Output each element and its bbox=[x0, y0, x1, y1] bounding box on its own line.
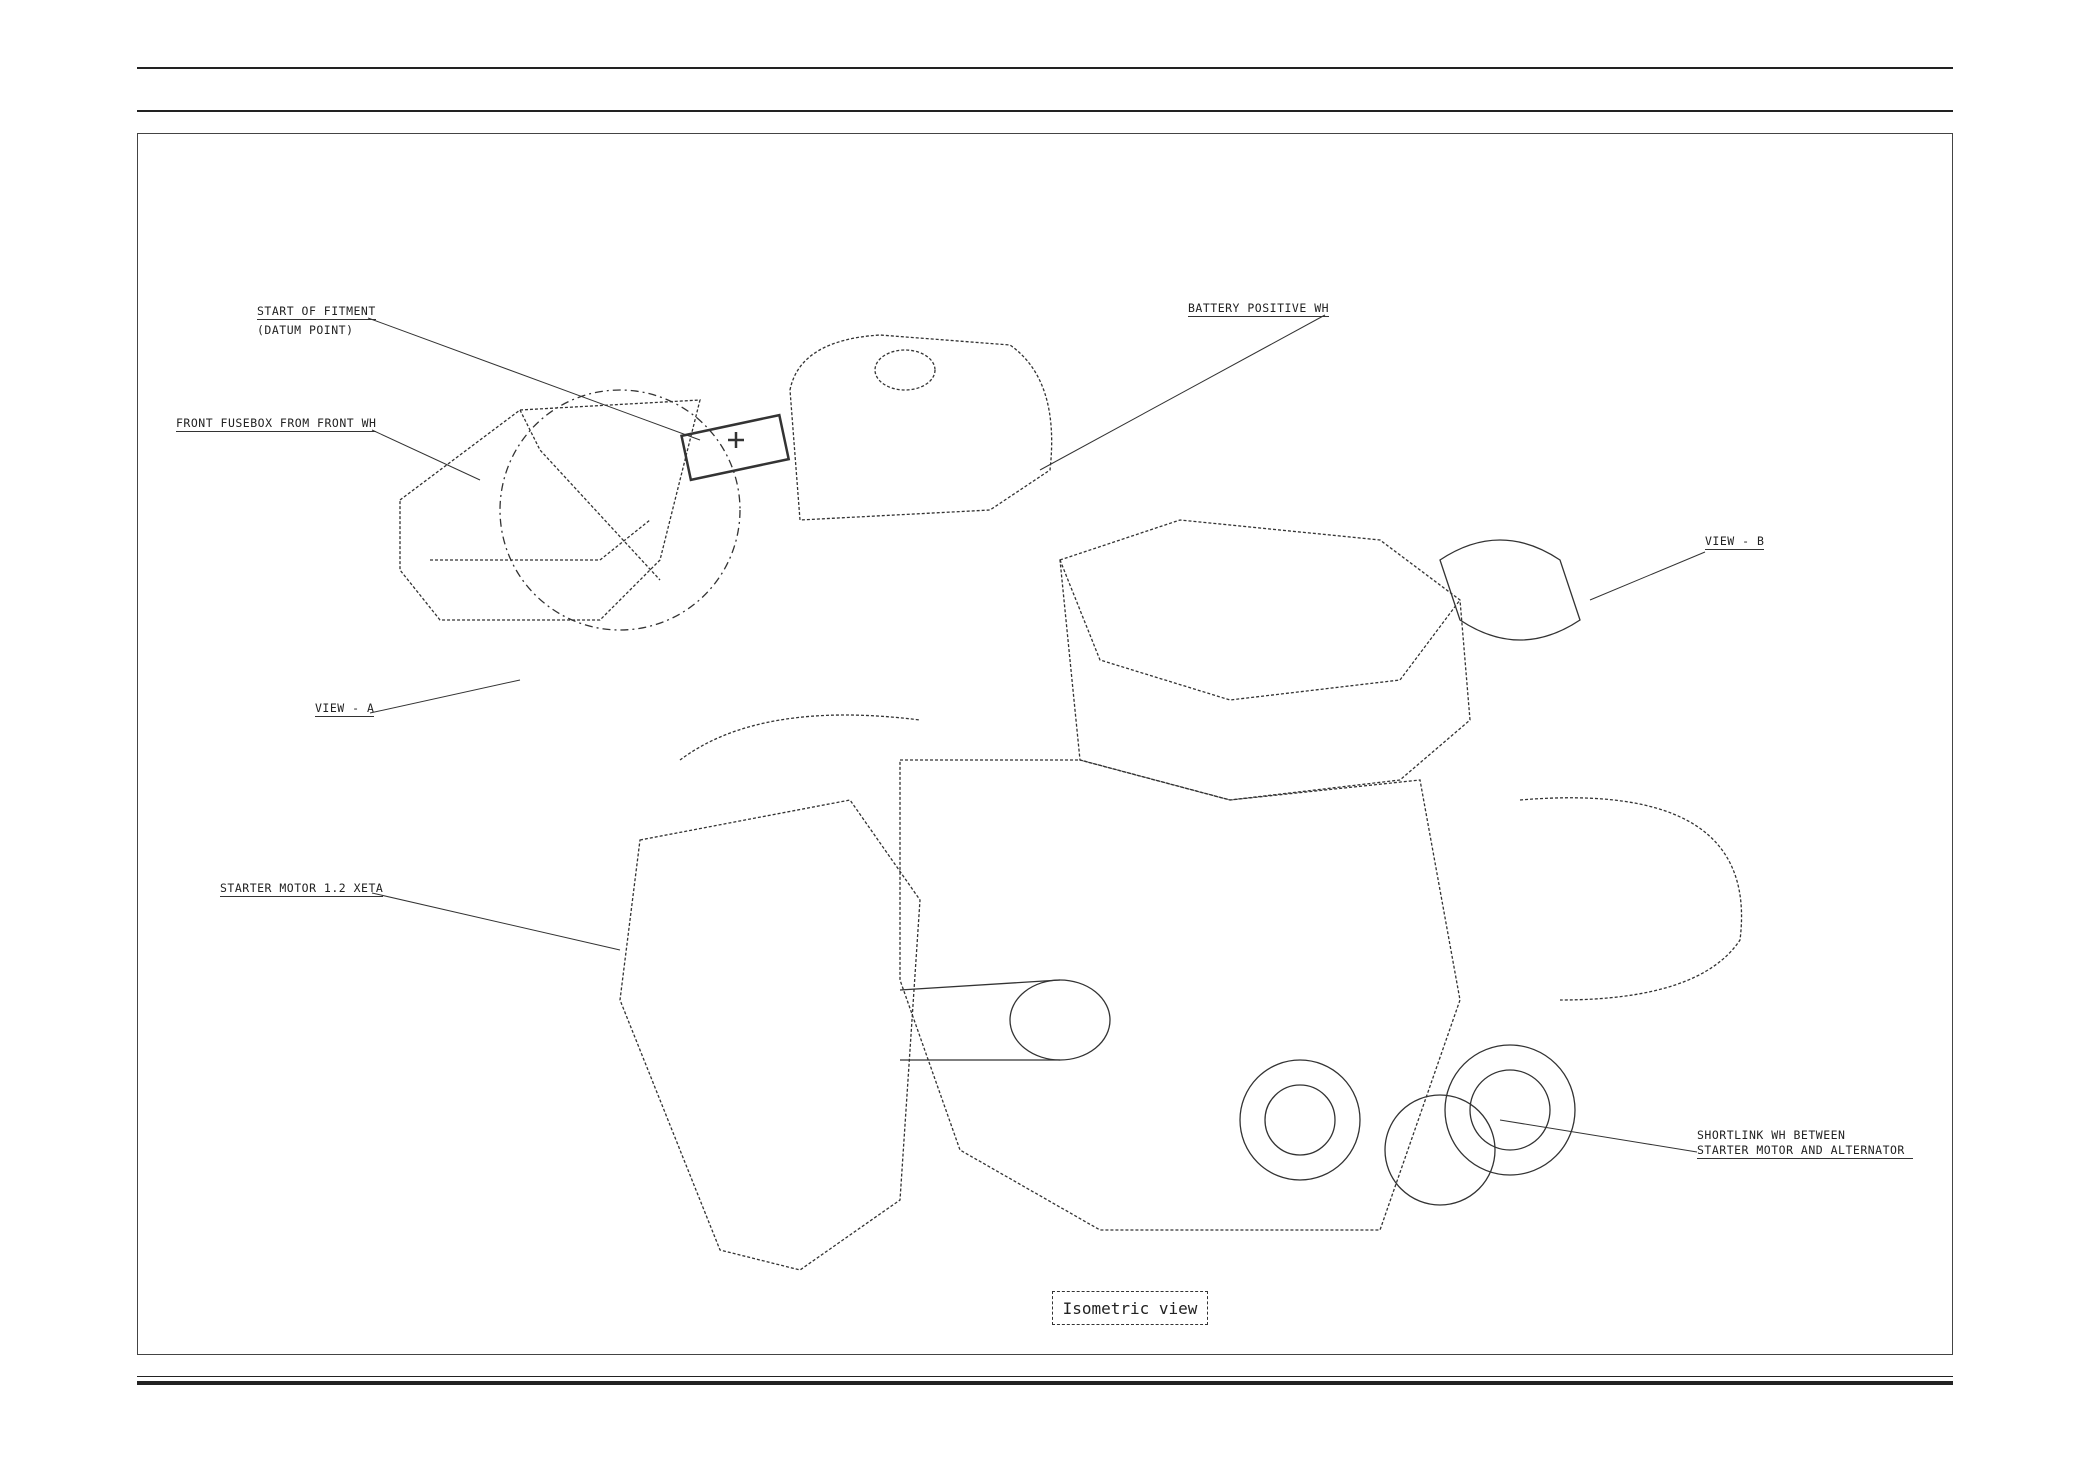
alternator bbox=[1239, 1059, 1361, 1181]
coolant-tank bbox=[789, 334, 1053, 521]
label-starter-motor: STARTER MOTOR 1.2 XETA bbox=[220, 881, 384, 897]
label-battery-positive: BATTERY POSITIVE WH bbox=[1188, 301, 1330, 317]
drawing-frame bbox=[137, 133, 1953, 1355]
label-view-b: VIEW - B bbox=[1705, 534, 1765, 550]
header-rule bbox=[137, 110, 1953, 112]
pulley bbox=[1384, 1044, 1576, 1206]
engine-block bbox=[619, 519, 1743, 1271]
starter-motor bbox=[899, 979, 1111, 1061]
label-datum-point: (DATUM POINT) bbox=[257, 323, 354, 337]
fusebox bbox=[680, 413, 791, 482]
footer-rule-thick bbox=[137, 1381, 1953, 1385]
air-intake bbox=[1439, 539, 1581, 641]
label-shortlink-line1: SHORTLINK WH BETWEEN bbox=[1697, 1128, 1846, 1142]
label-shortlink-line2: STARTER MOTOR AND ALTERNATOR bbox=[1697, 1143, 1913, 1159]
top-rule bbox=[137, 67, 1953, 69]
label-start-of-fitment: START OF FITMENT bbox=[257, 304, 376, 320]
battery bbox=[399, 389, 741, 631]
leader-lines bbox=[367, 314, 1706, 1153]
label-view-a: VIEW - A bbox=[315, 701, 375, 717]
label-front-fusebox: FRONT FUSEBOX FROM FRONT WH bbox=[176, 416, 377, 432]
view-title: Isometric view bbox=[1052, 1291, 1208, 1325]
footer-rule-thin bbox=[137, 1376, 1953, 1377]
